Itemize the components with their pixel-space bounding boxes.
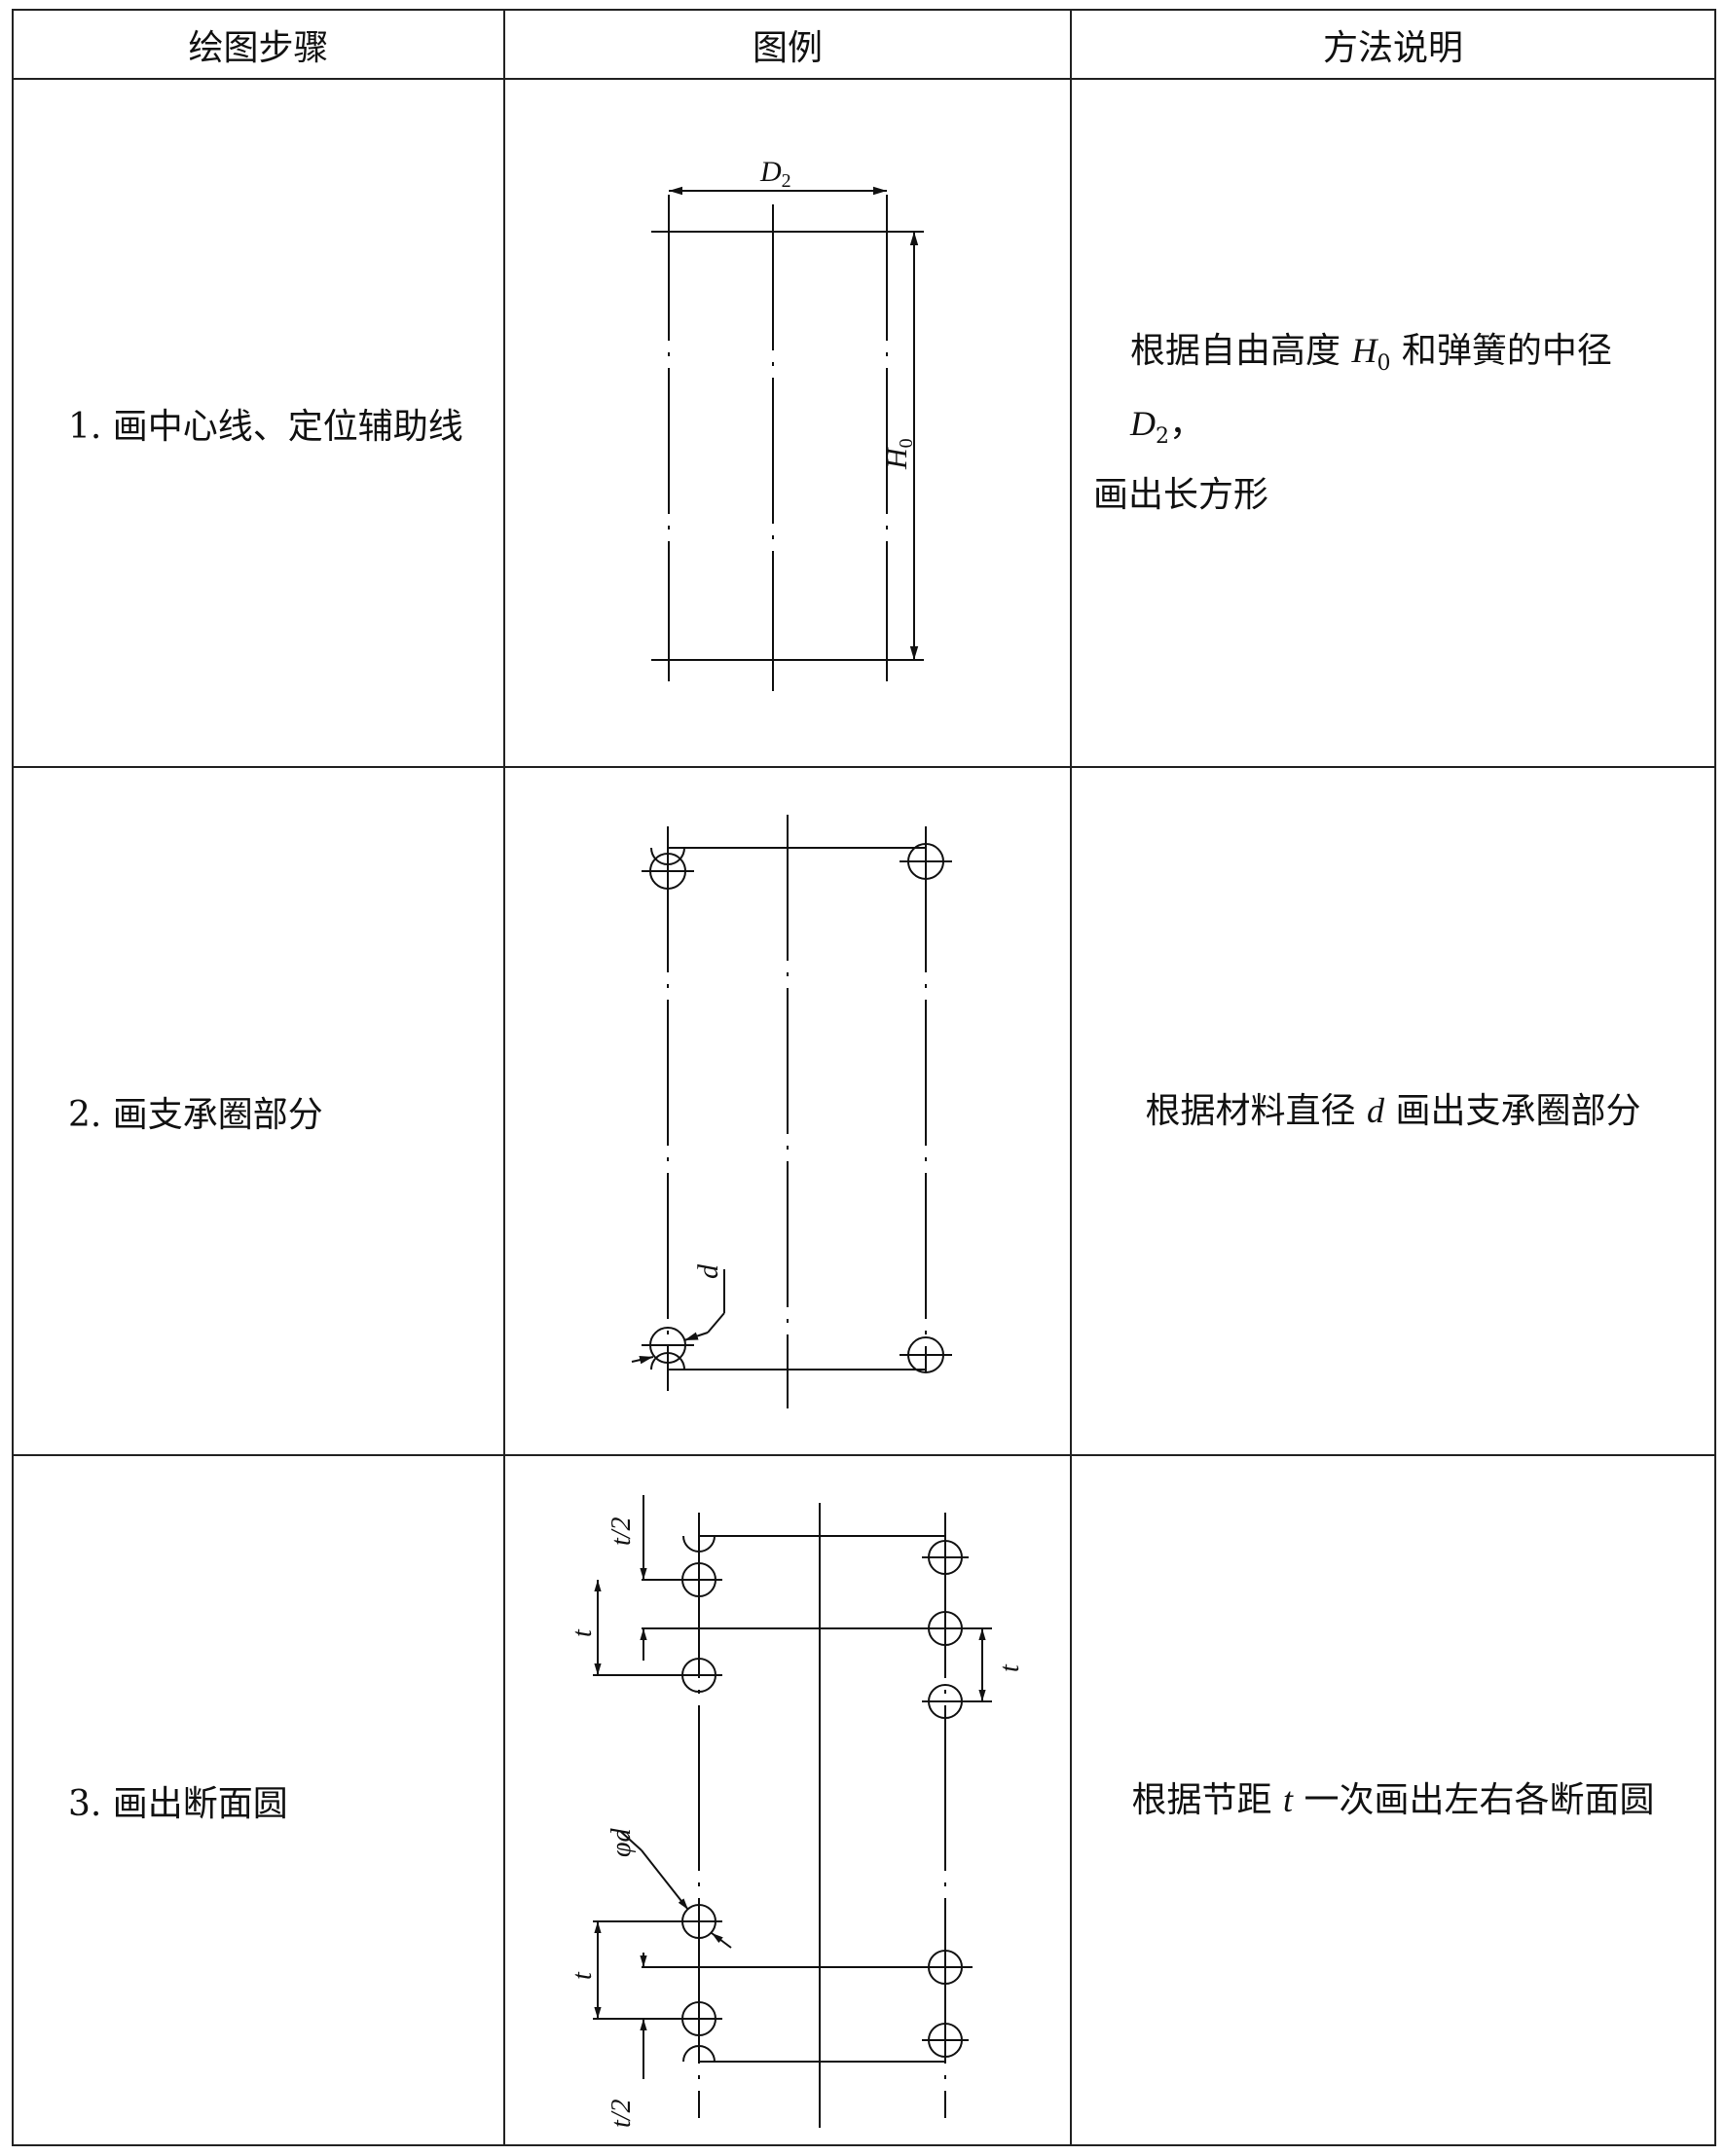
t-half-label-top: t/2 (606, 1517, 637, 1546)
step-label: 1. 画中心线、定位辅助线 (12, 78, 505, 769)
step-label: 2. 画支承圈部分 (12, 766, 505, 1456)
table-row: 1. 画中心线、定位辅助线 (12, 78, 1716, 769)
step-label: 3. 画出断面圆 (12, 1454, 505, 2146)
t-label-top-right: t (995, 1663, 1025, 1672)
method-line-1: 根据节距 t 一次画出左右各断面圆 (1131, 1780, 1655, 1820)
phi-d-label: φd (606, 1828, 637, 1857)
header-row: 绘图步骤 图例 方法说明 (12, 8, 1716, 81)
method-description: 根据材料直径 d 画出支承圈部分 (1070, 766, 1716, 1456)
figure-section-circles-diagram: t/2 t t φd t t/2 (568, 1495, 1025, 2128)
figure-centerlines-diagram: D2 H0 (651, 156, 924, 692)
top-left-arc (650, 848, 685, 866)
d-label: d (692, 1263, 724, 1279)
figure-cell: d (503, 766, 1072, 1456)
method-line-1: 根据自由高度 H0 和弹簧的中径 D2， (1130, 331, 1612, 449)
figure-support-coils-diagram: d (631, 815, 952, 1409)
header-method: 方法说明 (1070, 8, 1716, 81)
h0-label: H0 (881, 438, 917, 470)
table-row: 3. 画出断面圆 (12, 1454, 1716, 2146)
drawing-steps-table: 绘图步骤 图例 方法说明 1. 画中心线、定位辅助线 (12, 8, 1716, 2146)
t-half-label-bottom: t/2 (606, 2099, 637, 2128)
d2-label: D2 (759, 156, 791, 192)
figure-cell: t/2 t t φd t t/2 (503, 1454, 1072, 2146)
t-label-bottom: t (568, 1971, 598, 1980)
figure-cell: D2 H0 (503, 78, 1072, 769)
t-label-top-left: t (568, 1628, 598, 1637)
method-description: 根据自由高度 H0 和弹簧的中径 D2， 画出长方形 (1070, 78, 1716, 769)
method-description: 根据节距 t 一次画出左右各断面圆 (1070, 1454, 1716, 2146)
method-line-1: 根据材料直径 d 画出支承圈部分 (1145, 1091, 1641, 1132)
table-row: 2. 画支承圈部分 (12, 766, 1716, 1456)
header-figure: 图例 (503, 8, 1072, 81)
method-line-2: 画出长方形 (1093, 474, 1269, 515)
header-step: 绘图步骤 (12, 8, 505, 81)
